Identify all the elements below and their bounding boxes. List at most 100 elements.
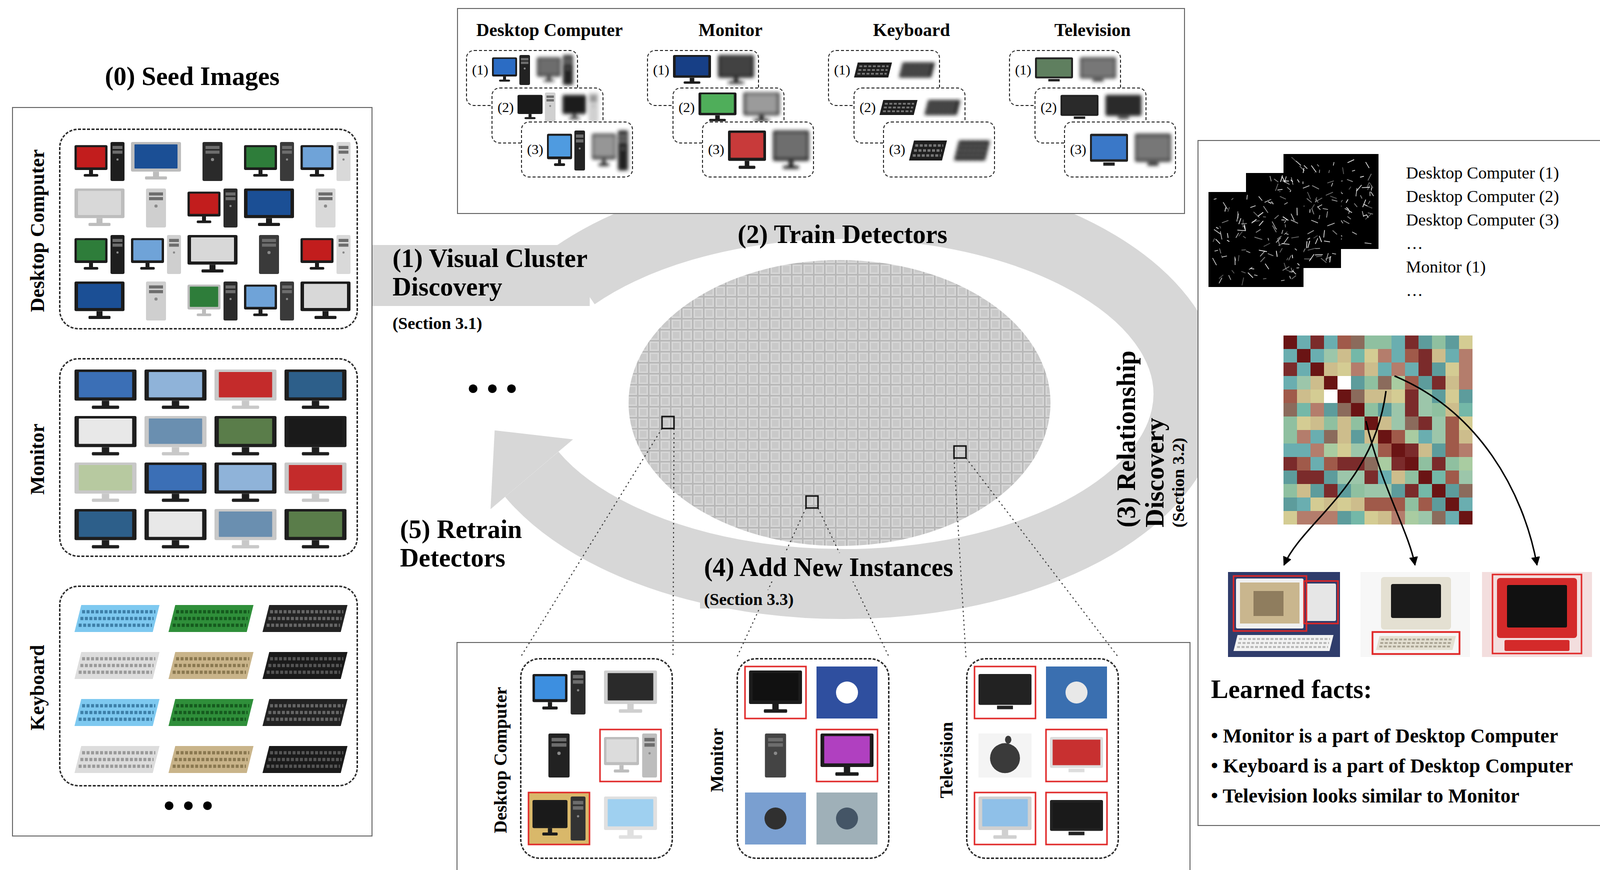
similarity-cell [1310, 497, 1324, 511]
hog-stroke [1368, 174, 1372, 181]
hog-stroke [1270, 201, 1273, 204]
similarity-cell [1391, 430, 1405, 444]
hog-stroke [1352, 232, 1357, 235]
panel-text: Desktop Computer (1) [1406, 163, 1559, 183]
cluster-number: (3) [1070, 141, 1087, 157]
monitor-stand [548, 702, 552, 707]
hog-stroke [1329, 256, 1331, 263]
panel-text: … [1406, 234, 1423, 253]
power-button [116, 158, 119, 161]
similarity-cell [1445, 470, 1459, 484]
monitor-base [524, 117, 536, 119]
similarity-cell [1337, 416, 1351, 430]
hog-stroke [1219, 226, 1221, 229]
monitor-stand [102, 400, 110, 406]
detection-box [600, 729, 661, 782]
thumbnail-sharp [698, 92, 737, 122]
keyboard-body [899, 62, 935, 78]
hog-stroke [1354, 203, 1357, 207]
tv-stand [1048, 79, 1060, 82]
similarity-cell [1459, 470, 1473, 484]
similarity-cell [1351, 335, 1365, 349]
hog-stroke [1297, 179, 1300, 183]
key-row [1380, 642, 1452, 644]
similarity-cell [1310, 457, 1324, 471]
similarity-cell [1418, 335, 1432, 349]
monitor-screen [246, 286, 275, 307]
monitor-screen [190, 286, 219, 307]
monitor-frame [187, 284, 221, 310]
category-label: Desktop Computer [490, 667, 511, 853]
similarity-cell [1364, 376, 1378, 390]
similarity-cell [1297, 457, 1311, 471]
hog-stroke [1318, 204, 1323, 207]
hog-stroke [1237, 229, 1246, 231]
tv-stand [1068, 831, 1085, 835]
similarity-cell [1378, 403, 1392, 417]
hog-stroke [1347, 179, 1353, 182]
monitor-stand [528, 114, 532, 118]
example-photo [1482, 572, 1592, 657]
thumbnail-sharp [909, 140, 947, 161]
power-button [286, 158, 288, 161]
monitor-stand [759, 115, 764, 120]
tower-case [336, 142, 351, 181]
key-row [266, 717, 340, 721]
thumbnail-sharp [492, 55, 530, 85]
monitor-screen [77, 147, 106, 168]
hog-stroke [1349, 186, 1351, 190]
similarity-cell [1418, 484, 1432, 498]
monitor-frame [131, 142, 181, 172]
hog-stroke [1238, 231, 1242, 236]
key-row [176, 610, 250, 613]
hog-stroke [1296, 208, 1298, 216]
key-row [270, 751, 344, 754]
leader-line [520, 428, 662, 658]
key-row [174, 758, 248, 761]
similarity-cell [1391, 457, 1405, 471]
similarity-cell [1351, 497, 1365, 511]
monitor-base [619, 709, 643, 713]
detection-box [1046, 729, 1107, 782]
power-button [774, 751, 778, 755]
similarity-cell [1418, 403, 1432, 417]
hog-stroke [1322, 208, 1328, 210]
key-row [959, 149, 985, 152]
similarity-cell [1391, 470, 1405, 484]
hog-stroke [1249, 267, 1253, 270]
detected-instances [745, 666, 878, 845]
drive-bay [573, 801, 584, 805]
hog-stroke [1323, 230, 1325, 238]
similarity-cell [1378, 362, 1392, 376]
monitor-screen [564, 96, 585, 112]
cluster-number: (2) [1040, 99, 1057, 115]
example-photo [1228, 572, 1340, 657]
monitor-screen [701, 94, 734, 113]
similarity-cell [1418, 349, 1432, 363]
tv-frame [1035, 57, 1073, 79]
cluster-number: (1) [653, 62, 670, 78]
photo-background [600, 729, 661, 782]
detector-marker [662, 416, 674, 429]
power-button [567, 67, 569, 70]
monitor-screen [289, 511, 343, 537]
tv-screen [1137, 136, 1170, 159]
monitor-frame [284, 369, 347, 401]
category-label: Monitor [26, 367, 49, 551]
drive-bay [573, 675, 584, 679]
hog-stroke [1238, 255, 1239, 261]
similarity-cell [1459, 497, 1473, 511]
key-row [82, 704, 156, 707]
drive-bay [619, 139, 627, 143]
thumbnail-mean [562, 92, 599, 123]
similarity-cell [1405, 335, 1419, 349]
monitor-frame [718, 55, 754, 78]
hog-stroke [1284, 202, 1288, 205]
thumbnail-sharp [517, 92, 556, 123]
keyboard-body [954, 140, 990, 161]
similarity-cell [1418, 416, 1432, 430]
monitor-frame [537, 57, 561, 77]
hog-stroke [1216, 227, 1219, 229]
drive-bay [573, 806, 584, 810]
